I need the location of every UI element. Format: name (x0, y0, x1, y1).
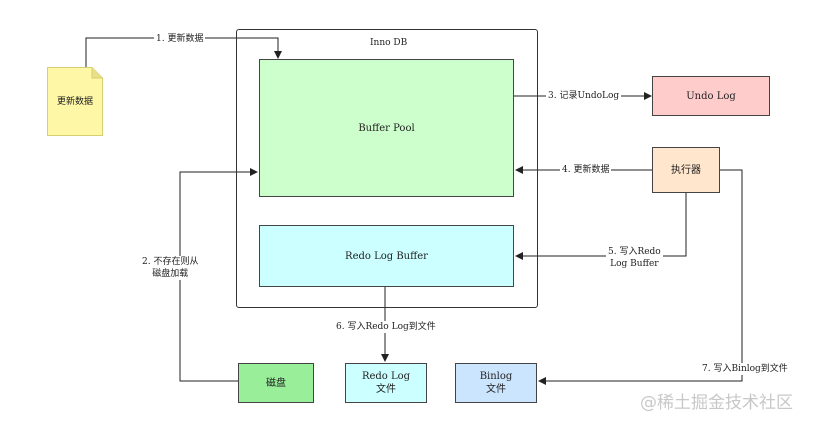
disk-label: 磁盘 (266, 377, 286, 389)
update-data-note-label: 更新数据 (57, 97, 94, 107)
innodb-title: Inno DB (370, 38, 408, 48)
binlog-file-label: Binlog 文件 (479, 371, 513, 395)
edge-3-label: 3. 记录UndoLog (546, 90, 622, 102)
redo-log-buffer-label: Redo Log Buffer (345, 250, 428, 262)
edge-7-label: 7. 写入Binlog到文件 (700, 363, 790, 375)
redo-log-buffer-box: Redo Log Buffer (259, 225, 514, 287)
binlog-file-box: Binlog 文件 (455, 363, 537, 403)
note-shape (47, 67, 103, 136)
edge-5-label: 5. 写入Redo Log Buffer (606, 246, 663, 270)
executor-box: 执行器 (652, 147, 720, 193)
disk-box: 磁盘 (238, 363, 314, 403)
edge-2-label: 2. 不存在则从 磁盘加载 (140, 256, 201, 280)
edge-1-label: 1. 更新数据 (154, 33, 206, 45)
executor-label: 执行器 (671, 164, 701, 176)
redo-log-file-label: Redo Log 文件 (361, 371, 411, 395)
innodb-frame (236, 29, 538, 308)
undo-log-box: Undo Log (652, 76, 770, 116)
buffer-pool-label: Buffer Pool (358, 122, 415, 134)
edge-7-line (538, 169, 743, 385)
edge-6-label: 6. 写入Redo Log到文件 (334, 321, 438, 333)
buffer-pool-box: Buffer Pool (259, 59, 514, 197)
watermark: @稀土掘金技术社区 (640, 393, 793, 413)
undo-log-label: Undo Log (686, 90, 736, 102)
redo-log-file-box: Redo Log 文件 (345, 363, 427, 403)
edge-4-label: 4. 更新数据 (560, 164, 612, 176)
edge-5-line (515, 193, 687, 260)
